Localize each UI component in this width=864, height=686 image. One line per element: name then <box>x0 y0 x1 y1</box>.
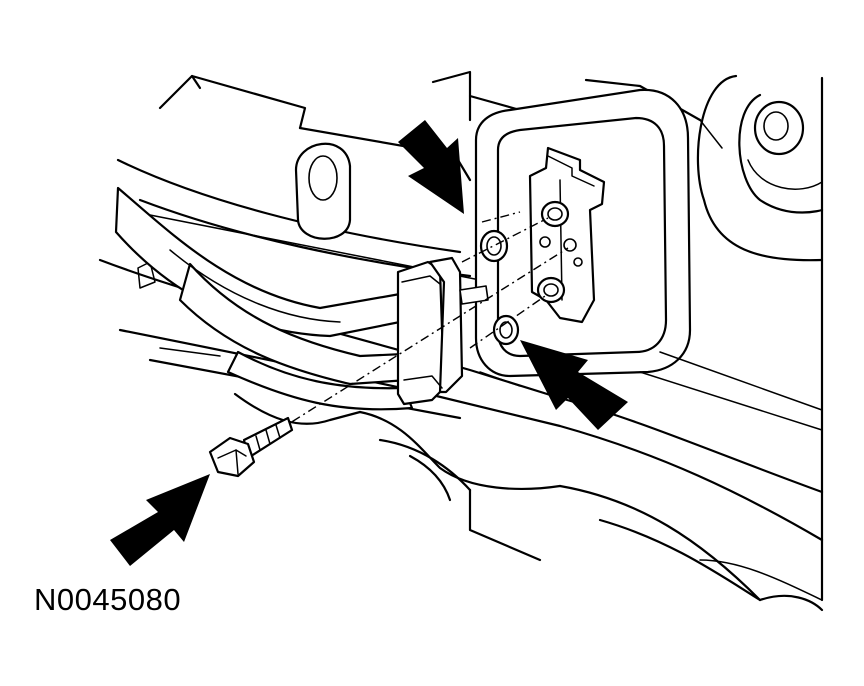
grommet-oval <box>294 142 352 240</box>
line-block-manifold <box>396 256 489 406</box>
callout-arrow-upper-o-ring <box>398 120 464 214</box>
callout-arrow-lower-o-ring <box>520 340 628 430</box>
figure-id-label: N0045080 <box>34 582 182 617</box>
bolt <box>208 416 294 478</box>
expansion-valve <box>528 146 606 324</box>
callout-arrow-bolt <box>110 474 210 566</box>
o-ring-upper <box>479 229 509 263</box>
alignment-lines <box>243 211 569 453</box>
o-ring-lower <box>492 314 520 346</box>
housing-right-bulge <box>696 74 824 262</box>
refrigerant-lines <box>114 186 414 411</box>
